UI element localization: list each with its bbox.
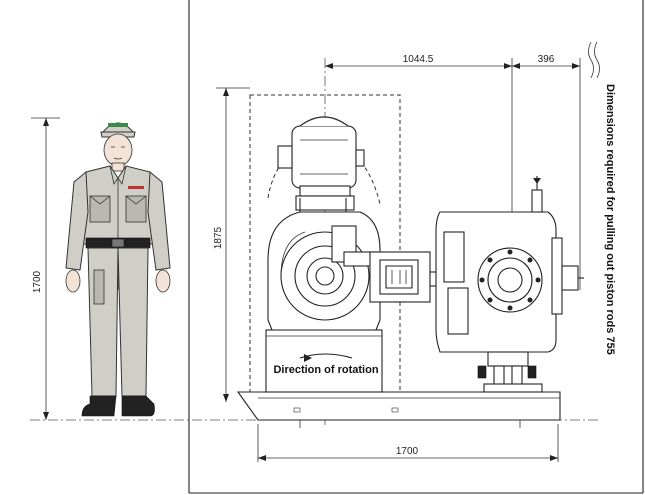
person-height-dimension: 1700 [31, 117, 60, 420]
crosshead [369, 251, 445, 303]
dim-top-right: 396 [538, 54, 555, 65]
crank-case [267, 211, 381, 331]
rotation-label: Direction of rotation [273, 364, 378, 376]
dim-top-left: 1044.5 [403, 54, 434, 65]
pull-out-note: Dimensions required for pulling out pist… [604, 84, 616, 355]
dim-bottom: 1700 [396, 446, 419, 457]
motor [277, 116, 365, 230]
crank-pedestal [265, 329, 383, 393]
person-height-label: 1700 [32, 270, 43, 293]
person-illustration [65, 122, 171, 417]
base-frame [236, 391, 561, 428]
drawing-frame [188, 0, 644, 494]
pump-valves [477, 351, 543, 393]
rotation-indicator: Direction of rotation [273, 353, 379, 376]
top-dimensions: 1044.5 396 [325, 41, 600, 290]
bottom-dimension: 1700 [257, 424, 559, 462]
machine-height-label: 1875 [213, 226, 224, 249]
pump-head [435, 176, 584, 353]
machine-height-dimension: 1875 [213, 87, 250, 402]
